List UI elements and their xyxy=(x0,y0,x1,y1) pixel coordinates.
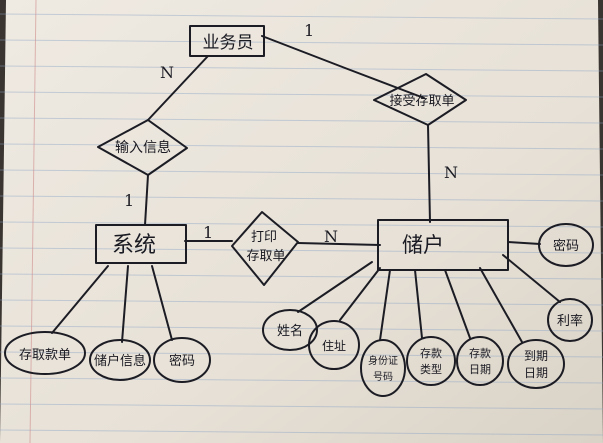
attribute-label-line-1: 存款 xyxy=(469,346,491,360)
attribute-ellipse xyxy=(406,336,456,386)
attribute-label-line-2: 日期 xyxy=(469,363,491,376)
margin-line xyxy=(29,0,37,443)
entity-label: 系统 xyxy=(112,233,156,258)
attribute-label: 住址 xyxy=(322,339,346,353)
attribute-ellipse xyxy=(360,339,406,397)
attribute-label: 利率 xyxy=(557,313,583,329)
line-depositor-attr-password xyxy=(507,241,541,245)
attribute-ellipse xyxy=(507,339,565,389)
ruled-line xyxy=(0,39,603,46)
line-enter-info-system xyxy=(144,174,149,226)
attribute-depositor-name: 姓名 xyxy=(262,309,318,351)
attribute-ellipse xyxy=(308,320,360,370)
ruled-line xyxy=(0,221,603,228)
ruled-line xyxy=(0,117,603,124)
attribute-depositor-interest-rate: 利率 xyxy=(547,298,593,342)
line-salesperson-enter-info xyxy=(147,55,209,121)
entity-label: 业务员 xyxy=(203,33,254,53)
relationship-label-line-2: 存取单 xyxy=(246,249,285,264)
line-system-attr-2 xyxy=(121,265,129,343)
relationship-diamond xyxy=(373,73,467,126)
ruled-line xyxy=(0,403,603,410)
attribute-depositor-id-number: 身份证 号码 xyxy=(360,339,406,397)
attribute-label-line-2: 类型 xyxy=(420,362,442,376)
entity-label: 储户 xyxy=(402,233,444,257)
relationship-diamond xyxy=(97,119,188,176)
relationship-label: 输入信息 xyxy=(115,139,171,156)
ruled-line xyxy=(0,195,603,202)
entity-depositor: 储户 xyxy=(377,219,509,271)
attribute-label-line-1: 存款 xyxy=(420,346,442,360)
attribute-ellipse xyxy=(538,223,594,267)
relationship-confirm-withdrawal: 接受存取单 xyxy=(373,73,467,126)
attribute-depositor-deposit-type: 存款 类型 xyxy=(406,336,456,386)
attribute-label-line-1: 身份证 xyxy=(368,354,398,367)
attribute-label: 储户信息 xyxy=(94,353,146,369)
attribute-label: 密码 xyxy=(553,238,579,254)
attribute-depositor-address: 住址 xyxy=(308,320,360,370)
line-depositor-attr-rate xyxy=(502,254,561,303)
cardinality-salesperson-confirm: 1 xyxy=(304,21,314,40)
attribute-label: 密码 xyxy=(169,353,195,369)
relationship-label-line-1: 打印 xyxy=(251,230,277,245)
attribute-depositor-password: 密码 xyxy=(538,223,594,267)
entity-box xyxy=(377,219,509,271)
ruled-line xyxy=(0,13,603,20)
entity-system: 系统 xyxy=(95,224,187,264)
line-print-depositor xyxy=(297,242,381,246)
attribute-ellipse xyxy=(456,336,504,386)
attribute-label-line-1: 到期 xyxy=(524,349,548,363)
ruled-line xyxy=(0,169,603,176)
entity-box xyxy=(95,224,187,264)
line-system-attr-1 xyxy=(51,265,109,334)
entity-salesperson: 业务员 xyxy=(189,25,265,57)
line-depositor-attr-address xyxy=(339,267,381,321)
line-system-attr-3 xyxy=(151,265,173,341)
attribute-ellipse xyxy=(547,298,593,342)
attribute-ellipse xyxy=(4,331,86,375)
ruled-line xyxy=(0,65,603,72)
ruled-line xyxy=(0,377,603,384)
ruled-lines xyxy=(0,13,603,436)
ruled-line xyxy=(0,325,603,332)
line-confirm-depositor xyxy=(427,124,431,223)
relationship-label: 接受存取单 xyxy=(389,93,454,109)
line-depositor-attr-type xyxy=(414,269,423,339)
line-depositor-attr-id xyxy=(379,269,391,341)
cardinality-confirm-depositor: N xyxy=(444,163,458,182)
ruled-line xyxy=(0,299,603,306)
attribute-label-line-2: 号码 xyxy=(373,371,393,383)
cardinality-enter-info-system: 1 xyxy=(124,191,134,210)
ruled-line xyxy=(0,247,603,254)
attribute-ellipse xyxy=(262,309,318,351)
ruled-line xyxy=(0,91,603,98)
attribute-system-password: 密码 xyxy=(153,337,211,383)
attribute-label-line-2: 日期 xyxy=(524,366,548,380)
attribute-system-withdrawal-slip: 存取款单 xyxy=(4,331,86,375)
attribute-label: 存取款单 xyxy=(19,348,71,363)
ruled-line xyxy=(0,429,603,436)
attribute-label: 姓名 xyxy=(277,323,303,339)
relationship-enter-info: 输入信息 xyxy=(97,119,188,176)
attribute-system-depositor-info: 储户信息 xyxy=(89,339,151,381)
line-depositor-attr-name xyxy=(297,261,373,313)
attribute-depositor-deposit-date: 存款 日期 xyxy=(456,336,504,386)
entity-box xyxy=(189,25,265,57)
attribute-ellipse xyxy=(153,337,211,383)
cardinality-salesperson-enter-info: N xyxy=(160,63,174,82)
attribute-ellipse xyxy=(89,339,151,381)
attribute-depositor-due-date: 到期 日期 xyxy=(507,339,565,389)
line-depositor-attr-due xyxy=(479,267,523,343)
line-depositor-attr-date xyxy=(444,269,471,339)
cardinality-print-depositor: N xyxy=(324,227,338,246)
relationship-diamond xyxy=(231,211,299,286)
cardinality-system-print: 1 xyxy=(203,223,213,242)
relationship-print-withdrawal: 打印 存取单 xyxy=(231,211,299,286)
